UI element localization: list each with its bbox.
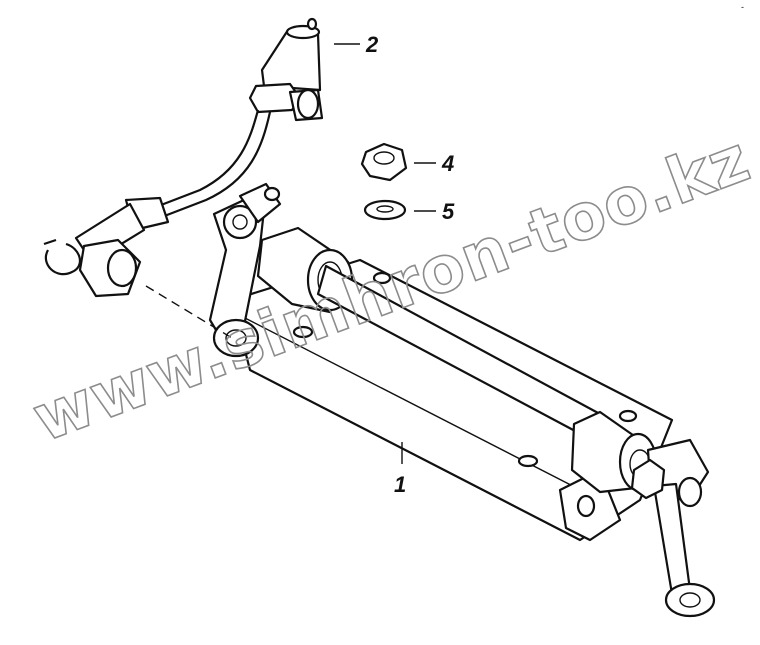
corner-mark: - [741, 2, 744, 12]
callout-4: 4 [441, 151, 454, 176]
callout-5: 5 [442, 199, 455, 224]
part-5-washer [363, 199, 407, 221]
callout-2: 2 [365, 32, 379, 57]
part-2-hose-assembly [43, 17, 324, 298]
part-1-main-assembly [208, 182, 716, 618]
callout-1: 1 [394, 472, 406, 497]
part-4-nut [360, 142, 408, 182]
alignment-dash-line [145, 285, 233, 339]
